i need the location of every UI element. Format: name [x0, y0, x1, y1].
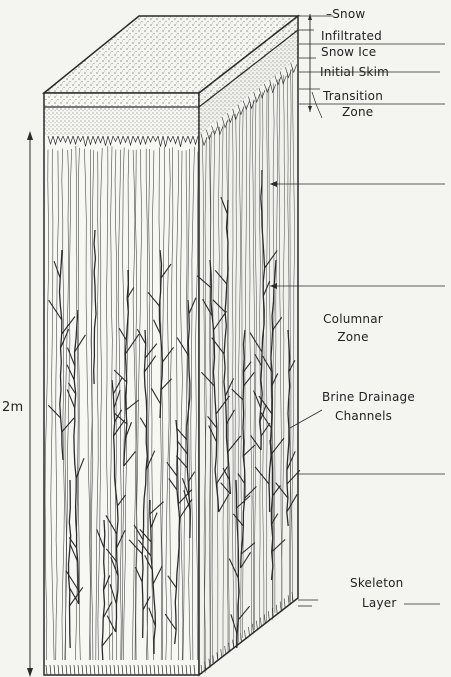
label-depth-2m: 2m: [2, 401, 23, 414]
label-snow-text: Snow: [332, 7, 365, 21]
label-initial-skim: Initial Skim: [320, 66, 389, 79]
label-infiltrated: Infiltrated: [321, 30, 382, 43]
depth-dimension: [27, 131, 33, 677]
label-transition: Transition: [323, 90, 383, 103]
label-snow: –Snow: [326, 8, 365, 21]
label-snow-ice: Snow Ice: [321, 46, 376, 59]
label-columnar: Columnar: [318, 313, 388, 326]
label-brine-drainage: Brine Drainage: [322, 391, 415, 404]
snow-ice-layer-front: [44, 107, 199, 135]
label-skeleton: Skeleton: [350, 577, 404, 590]
label-transition-zone: Zone: [342, 106, 373, 119]
label-skeleton-layer: Layer: [362, 597, 396, 610]
label-columnar-zone: Zone: [318, 331, 388, 344]
label-brine-channels: Channels: [335, 410, 392, 423]
snow-layer-front: [44, 93, 199, 107]
